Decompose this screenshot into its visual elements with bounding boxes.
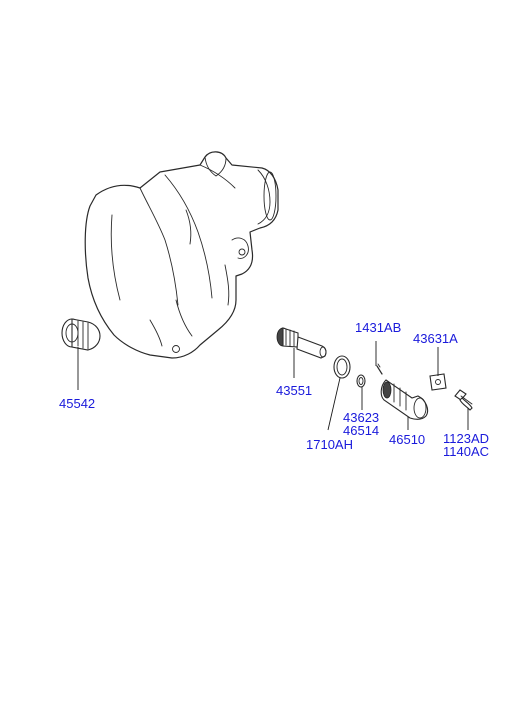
bolt-1123ad[interactable]	[454, 389, 473, 411]
label-1710ah[interactable]: 1710AH	[306, 437, 353, 452]
label-1140ac[interactable]: 1140AC	[443, 444, 489, 459]
ring-43623[interactable]	[356, 374, 366, 388]
transmission-housing	[84, 151, 279, 359]
o-ring-1710ah[interactable]	[333, 355, 351, 379]
pin-1431ab[interactable]	[376, 363, 383, 375]
plate-43631a[interactable]	[429, 373, 447, 391]
label-46514[interactable]: 46514	[343, 423, 379, 438]
label-1123ad[interactable]: 1123AD	[443, 431, 489, 446]
label-43631a[interactable]: 43631A	[413, 331, 458, 346]
leader-1710ah	[327, 377, 341, 431]
driven-gear-43551[interactable]	[276, 327, 327, 359]
seal-45542[interactable]	[61, 318, 101, 351]
label-43551[interactable]: 43551	[276, 383, 312, 398]
label-46510[interactable]: 46510	[389, 432, 425, 447]
label-1431ab[interactable]: 1431AB	[355, 320, 401, 335]
label-43623[interactable]: 43623	[343, 410, 379, 425]
sleeve-46510[interactable]	[380, 379, 429, 420]
label-45542[interactable]: 45542	[59, 396, 95, 411]
